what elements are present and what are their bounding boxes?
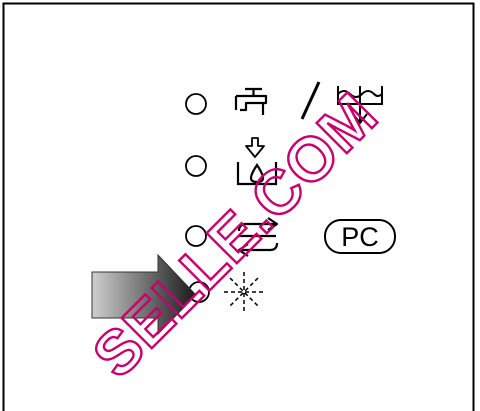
indicator-led-1 — [185, 93, 207, 115]
pc-badge: PC — [324, 219, 396, 254]
pc-badge-label: PC — [341, 222, 379, 252]
drain-pump-icon — [337, 86, 383, 125]
swap-arrows-icon — [237, 217, 279, 257]
indicator-led-2 — [185, 155, 207, 177]
tap-water-icon — [234, 87, 268, 115]
intake-arrow-icon — [245, 137, 265, 158]
slash-icon — [300, 81, 321, 120]
tank-drop-icon — [236, 162, 278, 186]
indicator-led-3 — [185, 225, 207, 247]
pointer-arrow-icon — [91, 253, 197, 336]
